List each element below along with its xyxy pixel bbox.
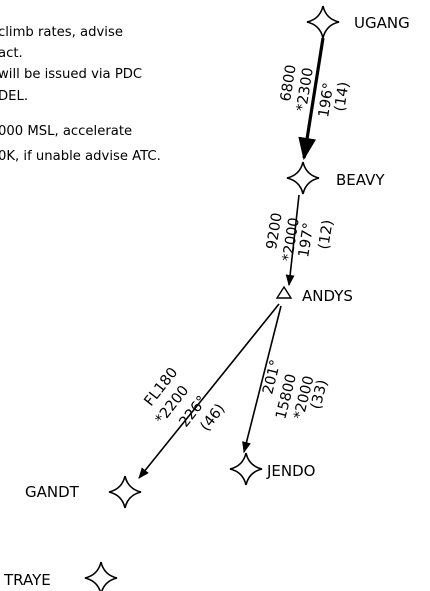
leg-course: 197° — [296, 222, 317, 259]
leg-label-beavy-andys: 9200 *2000 197° (12) — [264, 212, 336, 263]
leg-label-andys-jendo: 201° 15800 *2000 (33) — [260, 358, 331, 421]
fix-label: TRAYE — [3, 571, 51, 589]
note-line: act. — [0, 46, 23, 61]
leg-altitude: 9200 — [264, 212, 286, 251]
route-line-beavy-andys — [285, 194, 300, 287]
note-line: climb rates, advise — [0, 25, 123, 40]
triangle-waypoint-icon — [275, 285, 293, 299]
fix-label: BEAVY — [336, 171, 385, 189]
fix-andys[interactable]: ANDYS — [275, 285, 353, 305]
flyby-waypoint-icon — [108, 475, 142, 509]
leg-distance: (12) — [316, 219, 336, 251]
note-line: will be issued via PDC — [0, 67, 142, 82]
fix-traye[interactable]: TRAYE — [3, 561, 118, 591]
route-legs — [138, 37, 325, 479]
note-line: 0K, if unable advise ATC. — [0, 149, 161, 164]
route-line-andys-jendo — [242, 305, 282, 454]
flyby-waypoint-icon — [306, 5, 340, 39]
flyby-waypoint-icon — [229, 452, 263, 486]
fix-label: ANDYS — [302, 287, 353, 305]
route-line-ugang-beavy — [298, 37, 325, 161]
fix-ugang[interactable]: UGANG — [306, 5, 410, 39]
leg-altitude: 6800 — [278, 64, 300, 103]
leg-label-andys-gandt: FL180 *2200 226° (46) — [142, 365, 229, 435]
flyby-waypoint-icon — [84, 561, 118, 591]
chart-notes: climb rates, advise act. will be issued … — [0, 25, 161, 164]
leg-distance: (14) — [332, 81, 352, 113]
fix-label: JENDO — [266, 462, 315, 480]
fix-jendo[interactable]: JENDO — [229, 452, 315, 486]
fix-label: GANDT — [25, 483, 80, 501]
fix-label: UGANG — [354, 14, 410, 32]
route-line-andys-gandt — [138, 303, 280, 479]
leg-distance: (33) — [308, 378, 331, 411]
leg-course: 196° — [316, 82, 337, 119]
flyby-waypoint-icon — [286, 161, 320, 195]
leg-climb: *2000 — [280, 217, 303, 263]
leg-climb: *2300 — [294, 67, 317, 113]
note-line: DEL. — [0, 89, 28, 104]
note-line: 000 MSL, accelerate — [0, 124, 132, 139]
leg-label-ugang-beavy: 6800 *2300 196° (14) — [278, 64, 352, 119]
fix-beavy[interactable]: BEAVY — [286, 161, 385, 195]
fix-gandt[interactable]: GANDT — [25, 475, 142, 509]
